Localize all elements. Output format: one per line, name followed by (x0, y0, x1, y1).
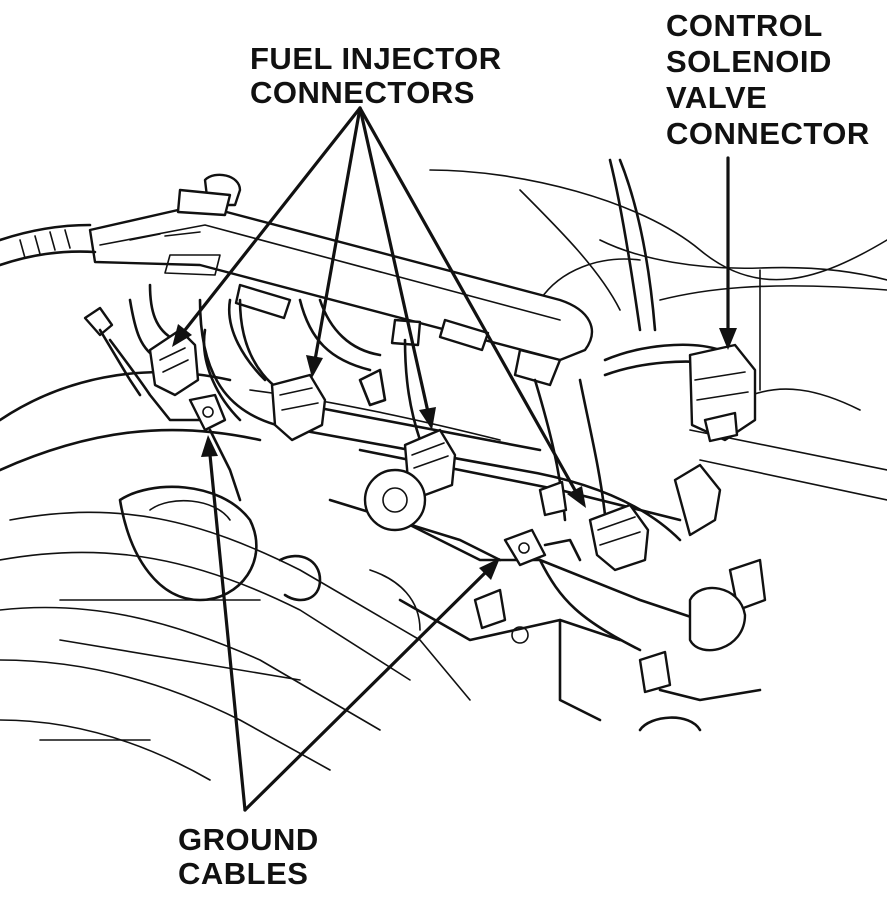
housing-outline (429, 158, 887, 501)
ground-label-line2: CABLES (178, 856, 309, 891)
fuel-injector-label-line2: CONNECTORS (250, 75, 475, 110)
injector-connector-4 (533, 378, 650, 572)
ground-pointers (201, 435, 500, 812)
solenoid-label-line1: CONTROL (666, 8, 823, 43)
fuel-injector-label-line1: FUEL INJECTOR (250, 41, 502, 76)
control-solenoid-valve-connector-label: CONTROL SOLENOID VALVE CONNECTOR (666, 8, 870, 152)
solenoid-pointer (719, 156, 737, 350)
solenoid-valve-connector (603, 343, 767, 702)
fuel-rail (88, 173, 702, 652)
fuel-injector-connectors-label: FUEL INJECTOR CONNECTORS (250, 42, 502, 110)
solenoid-label-line2: SOLENOID (666, 44, 832, 79)
engine-block-outline (0, 370, 702, 781)
fuel-injector-pointers (172, 106, 586, 508)
injector-connector-3 (298, 298, 457, 532)
ground-terminal-1 (188, 393, 242, 502)
solenoid-label-line4: CONNECTOR (666, 116, 870, 151)
ground-terminal-2 (473, 528, 582, 644)
injector-connector-2 (202, 298, 327, 442)
injector-connector-1 (83, 306, 212, 422)
ground-cables-label: GROUND CABLES (178, 823, 319, 891)
ground-label-line1: GROUND (178, 822, 319, 857)
solenoid-label-line3: VALVE (666, 80, 768, 115)
